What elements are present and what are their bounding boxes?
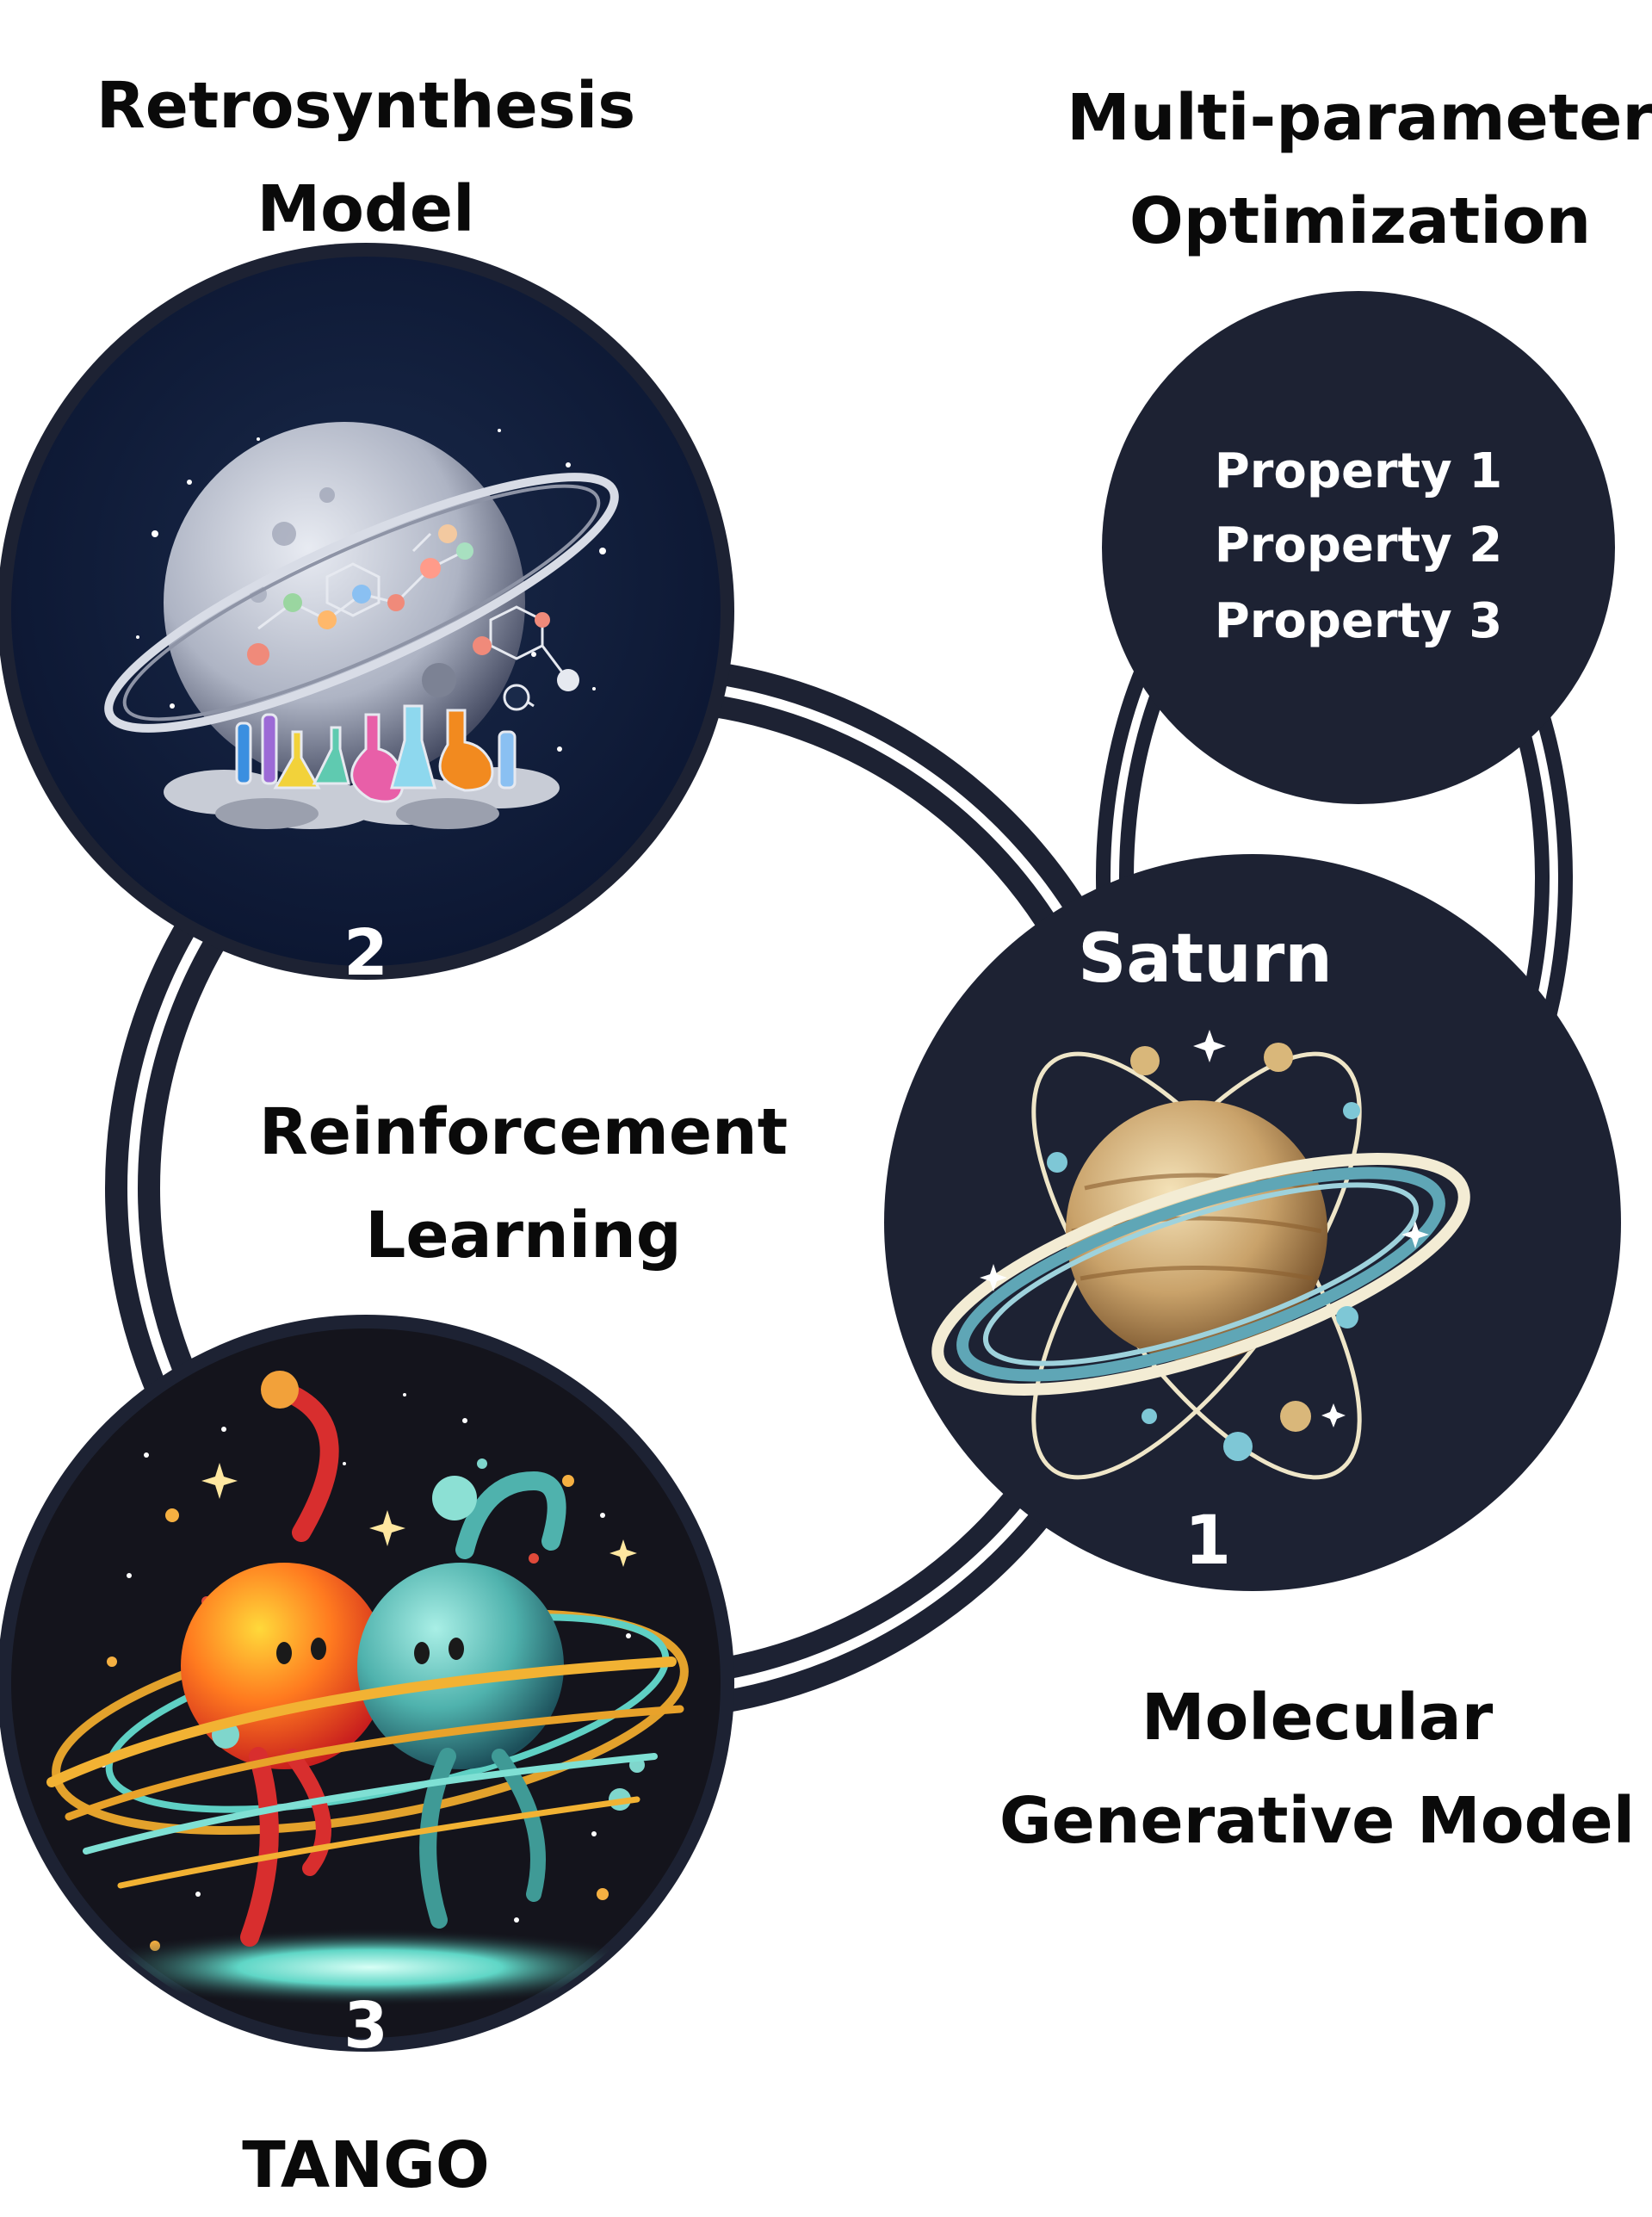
mpo-node: Property 1 Property 2 Property 3 [1102, 291, 1615, 804]
node-number-3: 3 [343, 1989, 388, 2063]
dancing-molecules-icon [46, 1371, 689, 2006]
rl-label-line1: Reinforcement [259, 1095, 788, 1169]
retrosynthesis-title-line1: Retrosynthesis [96, 69, 636, 143]
rl-label-line2: Learning [365, 1198, 681, 1273]
tango-label: TANGO [242, 2128, 490, 2202]
retrosynthesis-title-line2: Model [257, 172, 474, 246]
saturn-node: Saturn [884, 854, 1621, 1591]
node-number-1: 1 [1185, 1502, 1231, 1580]
molgen-label-line2: Generative Model [999, 1784, 1635, 1858]
molgen-label-line1: Molecular [1142, 1681, 1494, 1755]
saturn-label: Saturn [1078, 920, 1333, 998]
tango-node: 3 [0, 1315, 734, 2063]
node-number-2: 2 [343, 916, 388, 990]
mpo-title-line2: Optimization [1129, 184, 1591, 258]
saturn-atom-icon [931, 1030, 1470, 1480]
property-1-label: Property 1 [1215, 443, 1503, 499]
property-2-label: Property 2 [1215, 517, 1503, 573]
retrosynthesis-node: 2 [0, 243, 734, 990]
property-3-label: Property 3 [1215, 593, 1503, 649]
mpo-title-line1: Multi-parameter [1067, 81, 1652, 155]
planet-chemistry-lab-icon [104, 422, 619, 829]
